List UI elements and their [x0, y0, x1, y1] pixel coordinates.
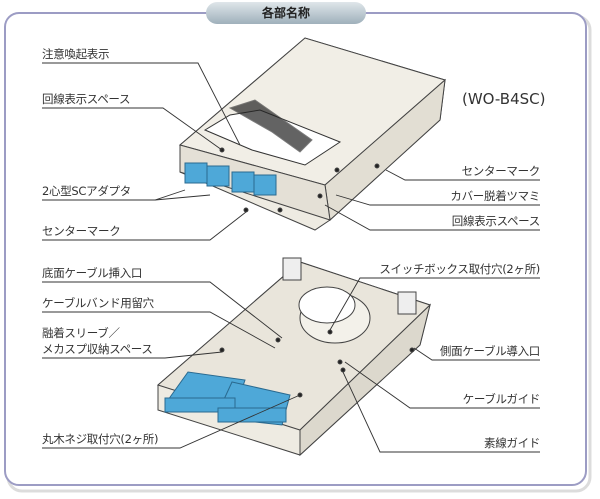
label-bottom-cable-inlet: 底面ケーブル挿入口 — [42, 266, 143, 280]
label-switchbox-hole: スイッチボックス取付穴(2ヶ所) — [379, 262, 540, 276]
label-line-space-left: 回線表示スペース — [42, 92, 131, 106]
label-sleeve-1: 融着スリーブ／ — [42, 326, 120, 340]
section-title: 各部名称 — [206, 2, 366, 24]
label-sleeve-2: メカスプ収納スペース — [42, 342, 153, 356]
label-center-mark-left: センターマーク — [42, 224, 121, 238]
model-number: (WO-B4SC) — [462, 90, 546, 108]
label-center-mark-right: センターマーク — [461, 164, 541, 178]
leader-lines — [42, 62, 540, 453]
label-side-cable-inlet: 側面ケーブル導入口 — [439, 344, 540, 358]
label-caution-display: 注意喚起表示 — [42, 47, 110, 61]
cover-unit-illustration — [178, 37, 447, 231]
label-cable-guide: ケーブルガイド — [462, 392, 541, 406]
label-cable-band-hole: ケーブルバンド用留穴 — [42, 296, 154, 310]
label-cover-knob: カバー脱着ツマミ — [450, 189, 540, 203]
label-fiber-guide: 素線ガイド — [484, 436, 540, 450]
base-unit-illustration — [156, 257, 431, 457]
label-line-space-right: 回線表示スペース — [451, 214, 541, 228]
label-sc-adapter: 2心型SCアダプタ — [42, 184, 131, 198]
label-screw-hole: 丸木ネジ取付穴(2ヶ所) — [42, 432, 159, 446]
